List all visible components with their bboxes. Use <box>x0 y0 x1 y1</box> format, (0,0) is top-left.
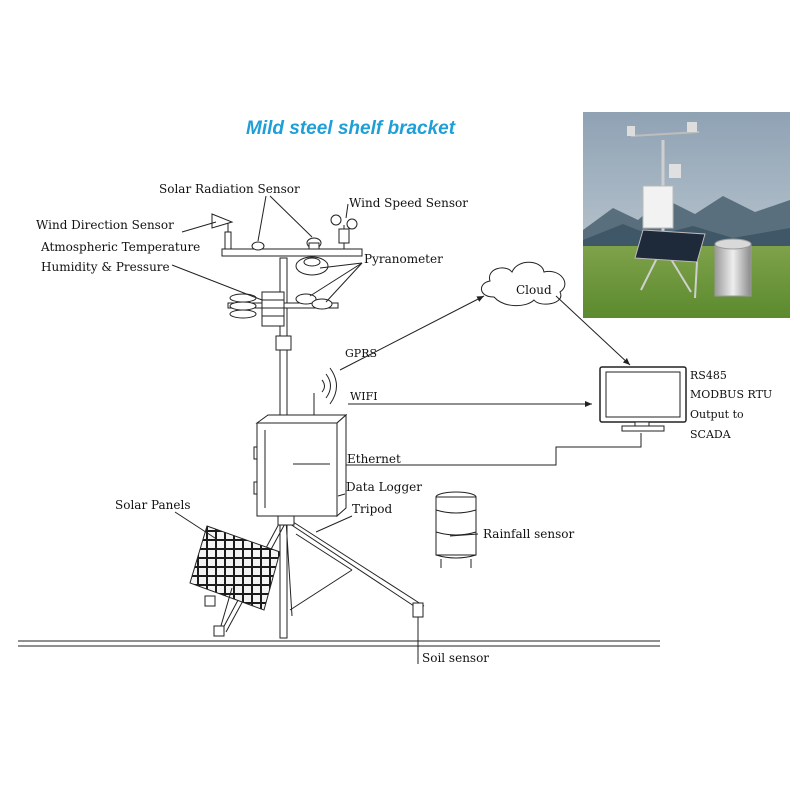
label-rs485: RS485 <box>690 369 727 382</box>
label-wind-direction-sensor: Wind Direction Sensor <box>36 218 174 232</box>
cloud-icon <box>481 261 566 307</box>
label-wind-speed-sensor: Wind Speed Sensor <box>349 196 468 210</box>
rain-gauge-icon <box>435 491 477 568</box>
solar-panel-icon <box>189 525 281 637</box>
gprs-line <box>339 295 485 371</box>
solar-radiation-sensor-icon <box>251 237 322 251</box>
label-humidity-pressure: Humidity & Pressure <box>41 260 170 274</box>
pyranometer-icon <box>295 256 329 276</box>
label-modbus-rtu: MODBUS RTU <box>690 388 772 401</box>
station-photo <box>583 112 790 318</box>
label-cloud: Cloud <box>516 283 552 297</box>
lower-sensor-arm <box>227 291 339 327</box>
label-gprs: GPRS <box>345 347 377 360</box>
station-photo-drawing <box>583 112 790 318</box>
label-rainfall-sensor: Rainfall sensor <box>483 527 574 541</box>
connections <box>339 295 642 466</box>
page-title: Mild steel shelf bracket <box>246 118 456 139</box>
label-atmospheric-temperature: Atmospheric Temperature <box>40 240 200 254</box>
label-pyranometer: Pyranometer <box>364 252 443 266</box>
label-soil-sensor: Soil sensor <box>422 651 489 665</box>
monitor-icon <box>599 366 687 432</box>
label-tripod: Tripod <box>352 502 392 516</box>
louver-box-icon <box>261 291 285 327</box>
wind-speed-cups-icon <box>330 214 358 249</box>
ethernet-line <box>346 433 642 466</box>
label-data-logger: Data Logger <box>346 480 422 494</box>
wind-direction-vane-icon <box>211 213 234 250</box>
label-output-to: Output to <box>690 408 744 421</box>
label-wifi: WIFI <box>350 390 378 403</box>
label-solar-panels: Solar Panels <box>115 498 191 512</box>
cloud-monitor-line <box>555 295 631 366</box>
leader-lines <box>171 195 479 541</box>
ground-line <box>18 640 660 647</box>
data-logger-box <box>253 413 348 518</box>
label-solar-radiation-sensor: Solar Radiation Sensor <box>159 182 300 196</box>
radiation-shield-icon <box>229 293 257 319</box>
label-ethernet: Ethernet <box>347 452 401 466</box>
sensor-cross-arm <box>211 213 363 276</box>
label-scada: SCADA <box>690 428 732 441</box>
antenna-icon <box>313 367 337 418</box>
